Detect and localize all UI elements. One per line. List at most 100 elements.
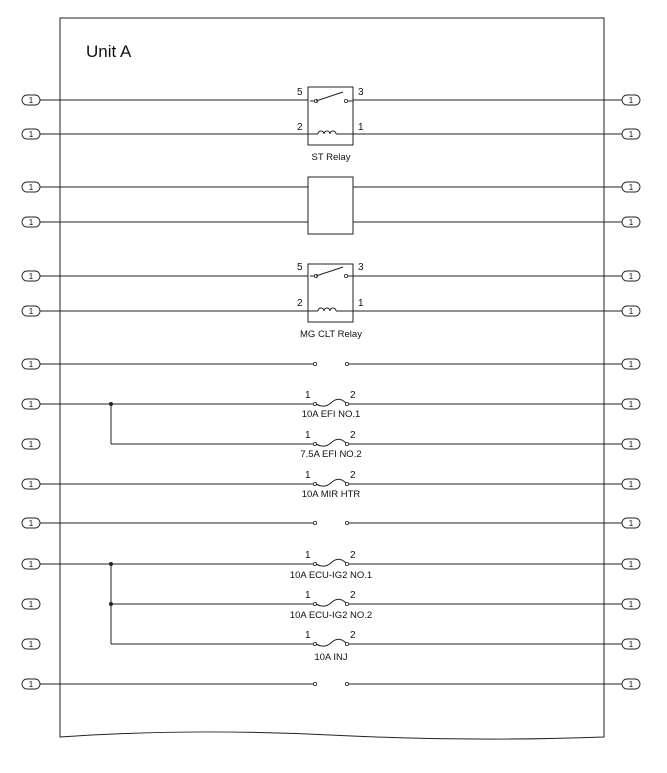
st-relay-pin-1: 1 <box>358 122 364 133</box>
mg-relay-pin-5: 5 <box>297 262 303 273</box>
svg-text:2: 2 <box>350 470 356 481</box>
right-connector-pin: 1 <box>621 270 641 282</box>
svg-text:1: 1 <box>305 470 311 481</box>
fuse-efi-no2-text: 1 2 7.5A EFI NO.2 <box>300 430 361 460</box>
fuse-ecu-ig2-no1-label: 10A ECU-IG2 NO.1 <box>290 570 372 581</box>
fuse-efi-no2-label: 7.5A EFI NO.2 <box>300 449 361 460</box>
left-connector-pin: 1 <box>21 128 41 140</box>
fuse-ecu-ig2-no2 <box>312 598 349 607</box>
fuse-efi-no1-label: 10A EFI NO.1 <box>302 409 361 420</box>
fuse-mir-htr <box>312 478 349 487</box>
connector-pin-label: 1 <box>629 400 634 409</box>
connector-pins: 1 1 1 1 1 1 1 1 1 1 1 1 1 1 1 1 1 1 1 1 1 1 1 1 1 1 1 1 1 1 <box>21 94 641 690</box>
connector-pin-label: 1 <box>629 218 634 227</box>
fuse-mir-htr-text: 1 2 10A MIR HTR <box>302 470 361 500</box>
connector-pin-label: 1 <box>629 600 634 609</box>
left-connector-pin: 1 <box>21 438 41 450</box>
junction-dot <box>109 602 113 606</box>
connector-pin-label: 1 <box>29 218 34 227</box>
st-relay-label: ST Relay <box>312 152 351 163</box>
mg-clt-relay: 5 3 2 1 MG CLT Relay <box>297 262 364 340</box>
connector-pin-label: 1 <box>29 307 34 316</box>
connector-pin-label: 1 <box>629 272 634 281</box>
svg-text:1: 1 <box>305 550 311 561</box>
svg-text:1: 1 <box>305 630 311 641</box>
fuse-inj <box>312 638 349 647</box>
connector-pin-label: 1 <box>629 307 634 316</box>
unit-frame <box>59 17 605 740</box>
left-connector-pin: 1 <box>21 478 41 490</box>
left-connector-pin: 1 <box>21 398 41 410</box>
svg-text:1: 1 <box>305 430 311 441</box>
right-connector-pin: 1 <box>621 398 641 410</box>
connector-pin-label: 1 <box>629 519 634 528</box>
connector-pin-label: 1 <box>29 400 34 409</box>
fuse-efi-no1-text: 1 2 10A EFI NO.1 <box>302 390 361 420</box>
mg-relay-label: MG CLT Relay <box>300 329 362 340</box>
connector-pin-label: 1 <box>629 96 634 105</box>
junction-dot <box>109 402 113 406</box>
open-contact <box>312 682 317 687</box>
fuse-ecu-ig2-no1-text: 1 2 10A ECU-IG2 NO.1 <box>290 550 372 581</box>
connector-pin-label: 1 <box>629 360 634 369</box>
fuse-ecu-ig2-no2-label: 10A ECU-IG2 NO.2 <box>290 610 372 621</box>
right-connector-pin: 1 <box>621 181 641 193</box>
connector-pin-label: 1 <box>29 272 34 281</box>
right-connector-pin: 1 <box>621 438 641 450</box>
left-connector-pin: 1 <box>21 181 41 193</box>
right-connector-pin: 1 <box>621 94 641 106</box>
wires <box>40 99 622 687</box>
connector-pin-label: 1 <box>29 680 34 689</box>
svg-text:2: 2 <box>350 430 356 441</box>
st-relay-pin-2: 2 <box>297 122 303 133</box>
svg-text:1: 1 <box>305 390 311 401</box>
fuse-inj-text: 1 2 10A INJ <box>305 630 356 663</box>
left-connector-pin: 1 <box>21 517 41 529</box>
open-contact <box>344 682 349 687</box>
connector-pin-label: 1 <box>629 130 634 139</box>
right-connector-pin: 1 <box>621 305 641 317</box>
connector-pin-label: 1 <box>629 183 634 192</box>
left-connector-pin: 1 <box>21 305 41 317</box>
left-connector-pin: 1 <box>21 216 41 228</box>
right-connector-pin: 1 <box>621 478 641 490</box>
left-connector-pin: 1 <box>21 678 41 690</box>
connector-pin-label: 1 <box>29 96 34 105</box>
connector-pin-label: 1 <box>29 519 34 528</box>
svg-text:2: 2 <box>350 550 356 561</box>
left-connector-pin: 1 <box>21 598 41 610</box>
connector-pin-label: 1 <box>29 600 34 609</box>
right-connector-pin: 1 <box>621 678 641 690</box>
mg-relay-pin-3: 3 <box>358 262 364 273</box>
open-contact <box>344 361 349 366</box>
connector-pin-label: 1 <box>629 440 634 449</box>
right-connector-pin: 1 <box>621 558 641 570</box>
open-contact <box>312 521 317 526</box>
st-relay-pin-5: 5 <box>297 87 303 98</box>
st-relay-pin-3: 3 <box>358 87 364 98</box>
st-relay: 5 3 2 1 ST Relay <box>297 86 364 163</box>
fuses <box>312 398 349 647</box>
connector-pin-label: 1 <box>629 680 634 689</box>
junction-dot <box>109 562 113 566</box>
right-connector-pin: 1 <box>621 216 641 228</box>
fuse-mir-htr-label: 10A MIR HTR <box>302 489 361 500</box>
connector-pin-label: 1 <box>29 183 34 192</box>
connector-pin-label: 1 <box>29 640 34 649</box>
unit-title: Unit A <box>86 42 132 61</box>
svg-text:2: 2 <box>350 390 356 401</box>
right-connector-pin: 1 <box>621 638 641 650</box>
svg-text:2: 2 <box>350 590 356 601</box>
connector-pin-label: 1 <box>629 560 634 569</box>
svg-text:2: 2 <box>350 630 356 641</box>
mg-relay-pin-2: 2 <box>297 298 303 309</box>
right-connector-pin: 1 <box>621 128 641 140</box>
connector-pin-label: 1 <box>29 560 34 569</box>
svg-text:1: 1 <box>305 590 311 601</box>
left-connector-pin: 1 <box>21 270 41 282</box>
open-contact <box>344 521 349 526</box>
blank-relay <box>307 176 354 235</box>
fuse-efi-no2 <box>312 438 349 447</box>
left-connector-pin: 1 <box>21 638 41 650</box>
connector-pin-label: 1 <box>629 640 634 649</box>
